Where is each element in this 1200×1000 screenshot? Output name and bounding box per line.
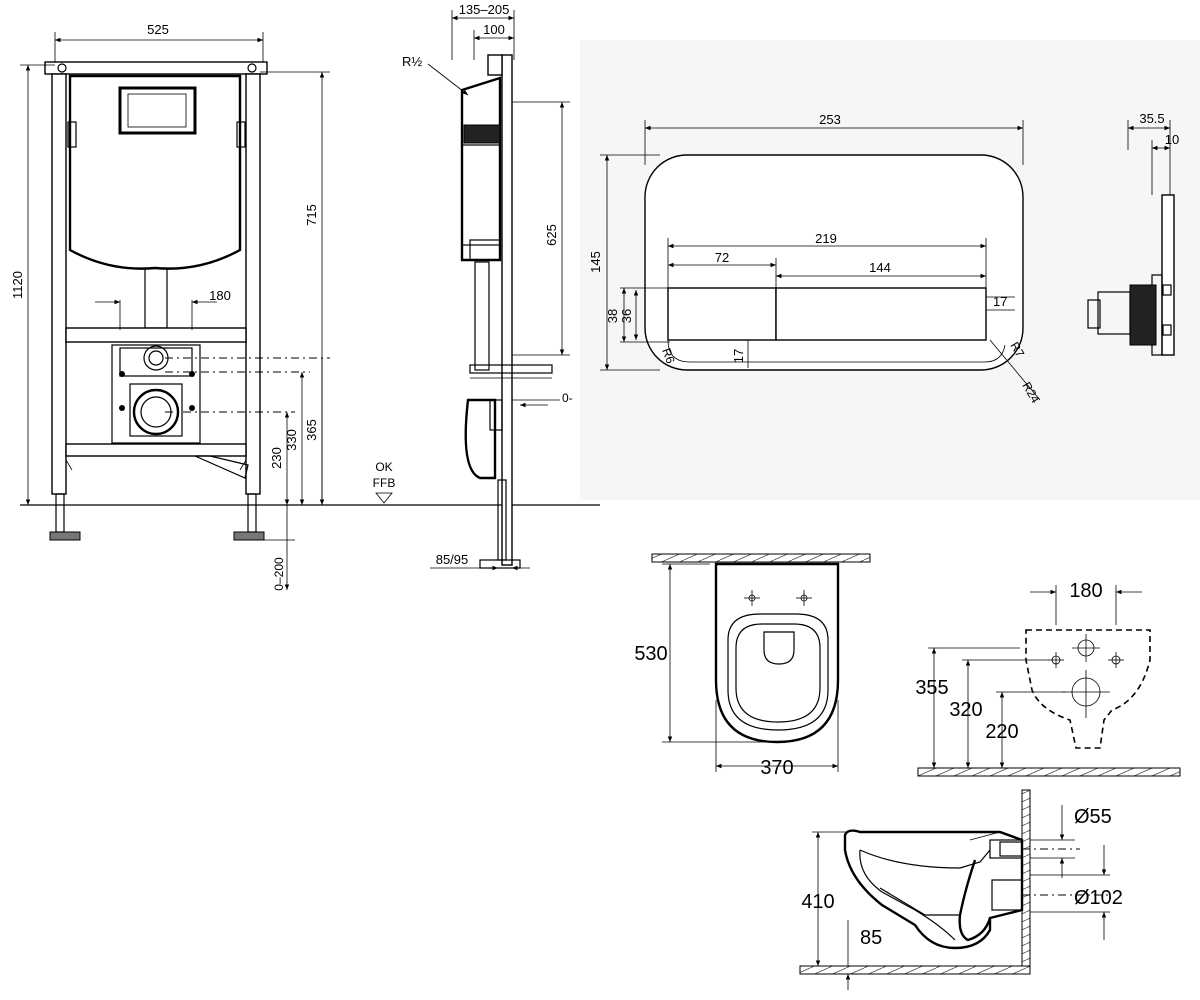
dim-365: 365 [304,419,319,441]
frame-left-upright [51,73,67,495]
dim-219: 219 [815,231,837,246]
dim-355: 355 [915,677,948,699]
bowl-top-view: 530 370 [634,553,871,779]
dim-144: 144 [869,260,891,275]
mounting-plate [111,344,201,444]
frame-mid-rail [65,327,247,343]
dim-adjust-range: 0–200 [272,557,286,591]
dim-330: 330 [284,429,299,451]
dim-38: 38 [605,309,620,323]
wall-hatch-top [651,553,871,563]
label-r7: R7 [1007,340,1027,361]
flush-inlet-socket [989,839,1023,859]
frame-front-view: 525 [10,22,600,591]
dim-d55: Ø55 [1074,806,1112,828]
dim-10: 10 [1165,132,1179,147]
dim-230: 230 [269,447,284,469]
dim-35-5: 35.5 [1139,111,1164,126]
dim-frame-width: 525 [147,22,169,37]
frame-top-rail [44,61,268,75]
floor-hatch-back [917,767,1181,777]
bowl-outlet [763,631,795,665]
side-cistern [460,76,502,262]
dim-85: 85 [860,927,882,949]
dim-180-back: 180 [1069,580,1102,602]
right-foot [233,531,265,541]
label-ok: OK [375,460,392,474]
frame-side-view: 135–205 100 R½ 625 0- [402,2,573,571]
bowl-back-outline [1025,629,1151,749]
flush-plate-side: 35.5 10 [1087,111,1179,356]
dim-180-front: 180 [209,288,231,303]
dim-145: 145 [588,251,603,273]
dim-253: 253 [819,112,841,127]
frame-right-upright [245,73,261,495]
bowl-outline-top [714,562,840,744]
dim-17-right: 17 [993,294,1007,309]
dim-zero: 0- [562,391,573,405]
cistern-service-opening [118,86,197,135]
dim-depth-range: 135–205 [459,2,510,17]
dim-frame-height: 1120 [10,271,25,299]
side-upright [501,54,513,566]
bowl-back-view: 180 355 320 220 [915,580,1181,777]
dim-530: 530 [634,643,667,665]
dim-36: 36 [619,309,634,323]
bowl-back-holes [1048,634,1124,718]
dim-715: 715 [304,204,319,226]
dim-320: 320 [949,699,982,721]
dim-17-bottom: 17 [731,349,746,363]
label-r6: R6 [659,346,678,366]
dim-625: 625 [544,224,559,246]
dim-100: 100 [483,22,505,37]
bowl-trap [958,859,992,942]
label-ffb: FFB [373,476,396,490]
flush-plate-front: 253 145 219 72 144 38 36 17 17 R6 R7 R24 [588,112,1043,406]
dim-72: 72 [715,250,729,265]
dim-85-95: 85/95 [436,552,469,567]
bowl-side-section: Ø55 Ø102 410 85 [799,789,1123,990]
dim-220: 220 [985,721,1018,743]
left-foot [49,531,81,541]
flush-button-large [775,287,987,341]
label-thread: R½ [402,54,422,69]
dim-d102: Ø102 [1074,887,1123,909]
plate-side-profile [1161,194,1175,356]
bowl-section-outer [843,829,1024,950]
side-drain-bend [464,398,497,480]
frame-bottom-rail [65,443,247,457]
dim-410: 410 [801,891,834,913]
floor-level-marker-icon [375,492,393,504]
side-flush-pipe [474,261,490,371]
drain-outlet-socket [991,879,1023,911]
bowl-rim [727,613,829,731]
floor-hatch-side [799,965,1031,975]
dim-370: 370 [760,757,793,779]
flush-button-small [667,287,777,341]
water-inlet-connector [143,345,169,371]
